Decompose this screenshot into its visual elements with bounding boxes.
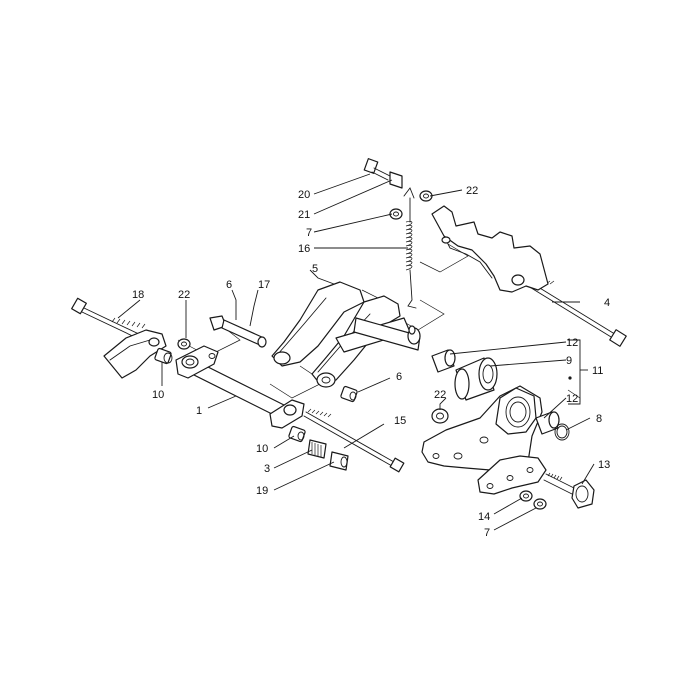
part-9-bearing	[454, 357, 498, 401]
callout-16: 16	[298, 243, 310, 255]
item-11-marker-dot	[568, 376, 572, 380]
part-5-swing-arm	[271, 281, 421, 388]
small-hardware	[154, 158, 449, 471]
callout-8: 8	[596, 413, 602, 425]
callout-12-upper: 12	[566, 337, 578, 349]
callout-6-upper: 6	[226, 279, 232, 291]
callout-10-lower: 10	[256, 443, 268, 455]
left-mount-bracket	[103, 329, 167, 379]
callout-11: 11	[592, 365, 603, 377]
callout-19: 19	[256, 485, 268, 497]
callout-5: 5	[312, 263, 318, 275]
part-11-tensioner-arm	[421, 385, 547, 495]
callout-7-upper: 7	[306, 227, 312, 239]
callout-22-left: 22	[178, 289, 190, 301]
callout-13: 13	[598, 459, 610, 471]
right-mount-bracket	[431, 205, 549, 293]
part-14-washer	[519, 490, 533, 502]
part-7-nut-lower	[533, 498, 547, 510]
callout-21: 21	[298, 209, 310, 221]
callout-18: 18	[132, 289, 144, 301]
callout-4: 4	[604, 297, 610, 309]
callout-15: 15	[394, 415, 406, 427]
callout-14: 14	[478, 511, 490, 523]
callout-7-lower: 7	[484, 527, 490, 539]
callout-12-lower: 12	[566, 393, 578, 405]
part-4-bolt	[527, 280, 627, 347]
part-1-pivot-shaft	[175, 345, 305, 429]
callout-3: 3	[264, 463, 270, 475]
callout-22-middle: 22	[434, 389, 446, 401]
part-15-bolt	[303, 408, 405, 473]
callout-9: 9	[566, 355, 572, 367]
callout-1: 1	[196, 405, 202, 417]
part-12-spacer-upper	[431, 349, 456, 373]
callout-20: 20	[298, 189, 310, 201]
callout-10-left: 10	[152, 389, 164, 401]
part-16-spring	[403, 187, 417, 309]
part-8-snap-ring	[554, 423, 570, 441]
callout-labels: 20 21 7 16 22 5 4 6 17 18 22 10 1 6 15 1…	[132, 185, 610, 539]
callout-6-lower: 6	[396, 371, 402, 383]
callout-22-top: 22	[466, 185, 478, 197]
part-13-bolt	[543, 472, 595, 509]
leader-lines	[117, 173, 595, 531]
callout-17: 17	[258, 279, 270, 291]
